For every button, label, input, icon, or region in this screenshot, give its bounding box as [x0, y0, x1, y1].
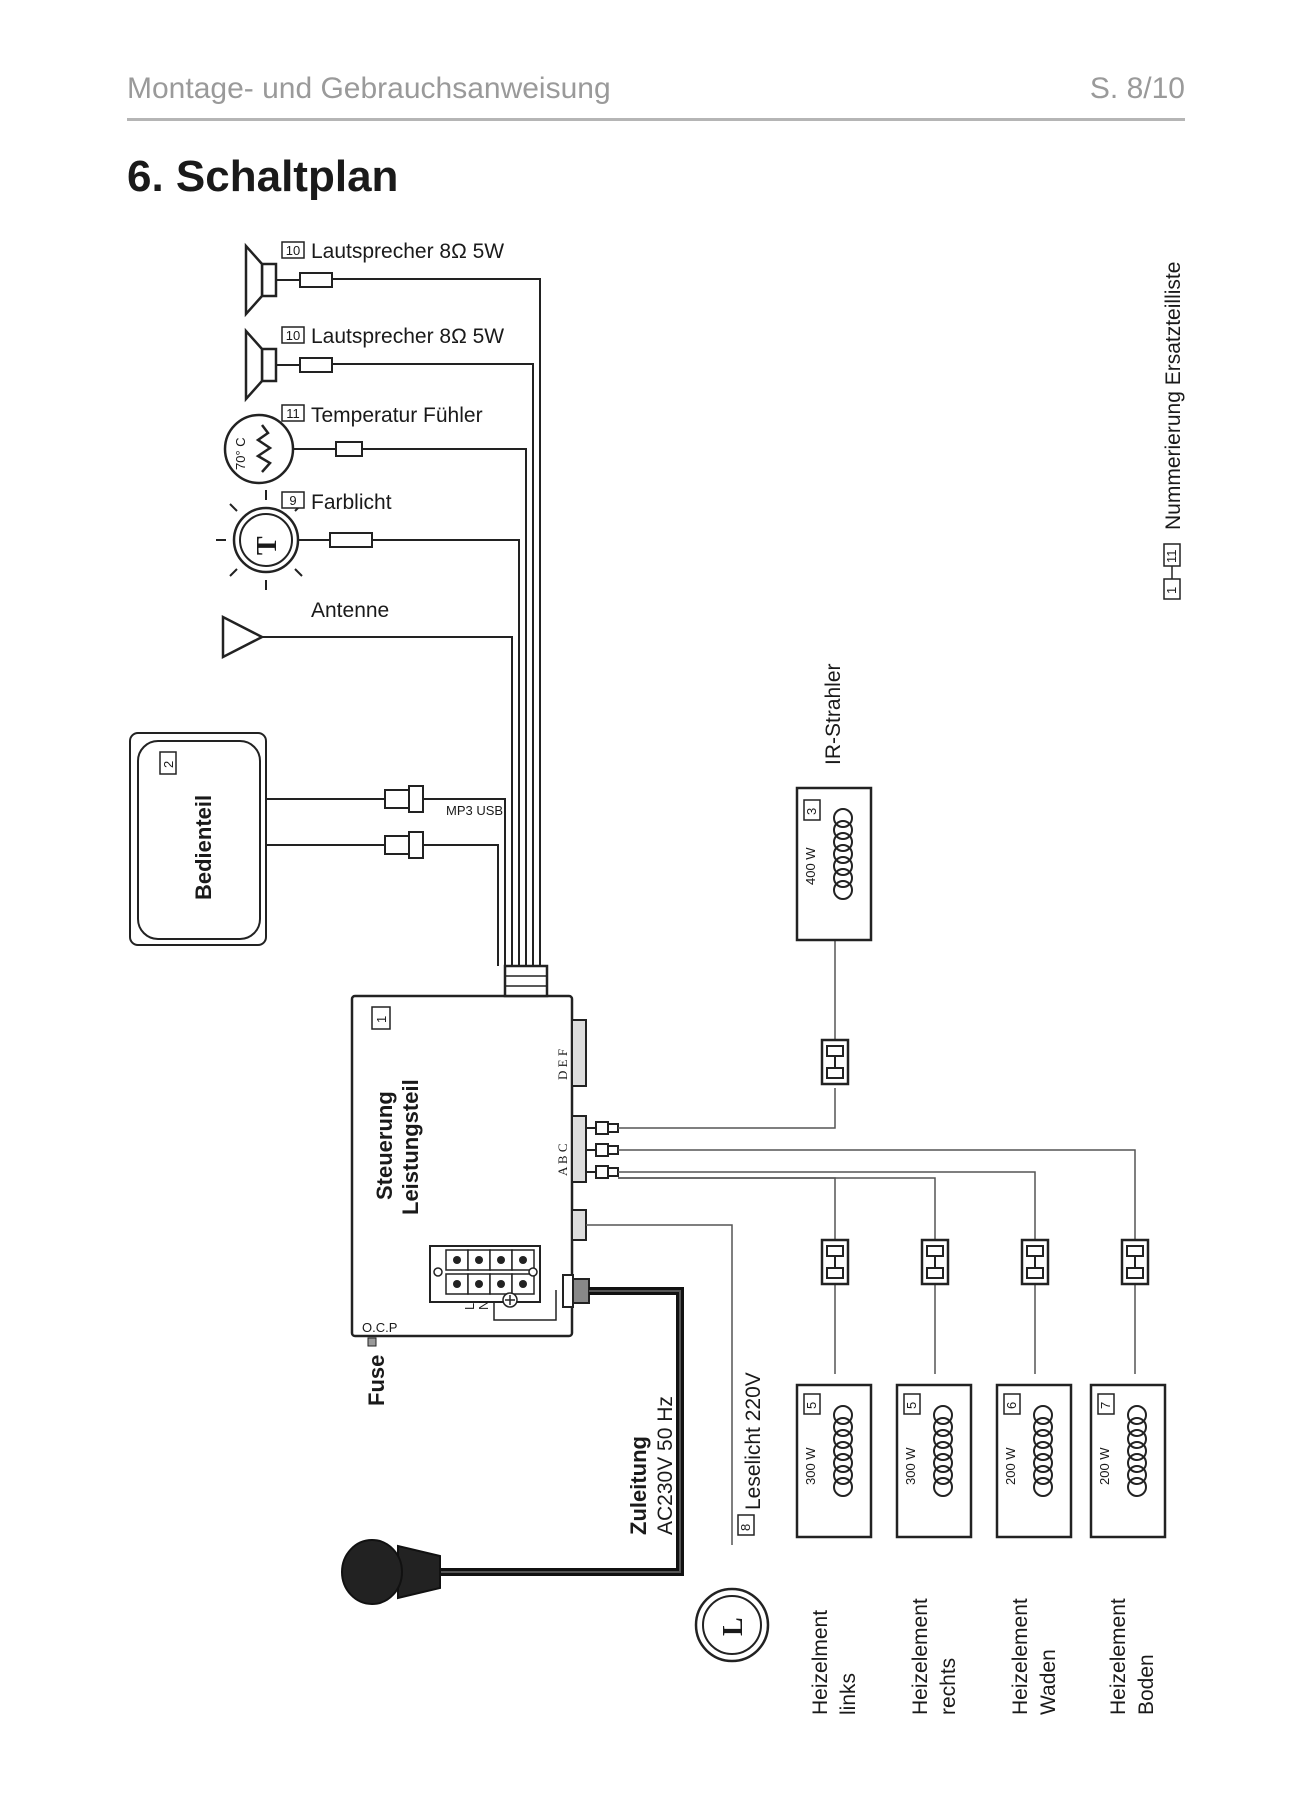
color-light: T 9 Farblicht: [216, 490, 392, 590]
heater-3-name: Heizelement: [1009, 1598, 1032, 1715]
heater-4-location: Boden: [1135, 1654, 1158, 1715]
color-light-label: Farblicht: [311, 491, 392, 514]
speaker-2-label: Lautsprecher 8Ω 5W: [311, 325, 504, 348]
color-light-badge: 9: [289, 493, 296, 508]
heater-2-badge: 5: [904, 1402, 919, 1409]
heater-1-name: Heizelment: [809, 1610, 832, 1715]
heater-4-name: Heizelement: [1107, 1598, 1130, 1715]
reading-light-badge: 8: [738, 1524, 753, 1531]
ir-emitter-label: IR-Strahler: [822, 663, 845, 765]
port-abc-label: A B C: [555, 1143, 570, 1176]
speaker-1-label: Lautsprecher 8Ω 5W: [311, 240, 504, 263]
ir-emitter-badge: 3: [804, 808, 819, 815]
ocp-label: O.C.P: [362, 1320, 397, 1335]
heater-3-badge: 6: [1004, 1402, 1019, 1409]
color-light-symbol: T: [252, 536, 283, 555]
temperature-sensor-badge: 11: [286, 406, 300, 421]
heater-4-badge: 7: [1098, 1402, 1113, 1409]
heater-2-power: 300 W: [903, 1447, 918, 1485]
page-number: S. 8/10: [1089, 72, 1185, 105]
heater-1: 300 W 5 Heizelment links: [795, 1383, 873, 1715]
temperature-sensor: 70° C 11 Temperatur Fühler: [223, 404, 483, 485]
heater-2-location: rechts: [937, 1658, 960, 1715]
heater-4-power: 200 W: [1097, 1447, 1112, 1485]
supply-cable: Zuleitung AC230V 50 Hz: [341, 1287, 684, 1605]
heater-3-location: Waden: [1037, 1649, 1060, 1715]
temperature-sensor-label: Temperatur Fühler: [311, 404, 483, 427]
control-panel-badge: 2: [161, 761, 176, 768]
output-wires: [586, 1088, 1136, 1545]
legend-badge-to: 11: [1164, 550, 1179, 564]
header-title: Montage- und Gebrauchsanweisung: [127, 72, 611, 105]
reading-light: L 8 Leselicht 220V: [694, 1372, 770, 1663]
controller-label-2: Leistungsteil: [398, 1079, 423, 1215]
port-def-label: D E F: [555, 1049, 570, 1080]
legend-text: Nummerierung Ersatzteilliste: [1162, 262, 1185, 530]
heater-3: 200 W 6 Heizelement Waden: [995, 1383, 1073, 1715]
antenna: Antenne: [221, 599, 389, 660]
reading-light-label: Leselicht 220V: [742, 1372, 765, 1510]
supply-label-1: Zuleitung: [626, 1436, 651, 1535]
control-panel: 2 Bedienteil MP3 USB: [129, 732, 503, 946]
mp3-usb-label: MP3 USB: [446, 803, 503, 818]
heater-1-location: links: [837, 1673, 860, 1715]
heater-1-power: 300 W: [803, 1447, 818, 1485]
terminal-l-label: L: [462, 1303, 477, 1310]
antenna-label: Antenne: [311, 599, 389, 622]
heater-3-power: 200 W: [1003, 1447, 1018, 1485]
heater-plugs: [820, 1238, 1150, 1286]
controller-label-1: Steuerung: [372, 1091, 397, 1200]
control-panel-label: Bedienteil: [191, 795, 216, 900]
controller-box: 1 Steuerung Leistungsteil D E F A B C L …: [350, 964, 590, 1406]
heater-2: 300 W 5 Heizelement rechts: [895, 1383, 973, 1715]
ir-emitter: 400 W 3 IR-Strahler: [795, 663, 873, 942]
supply-label-2: AC230V 50 Hz: [654, 1396, 677, 1535]
heater-4: 200 W 7 Heizelement Boden: [1089, 1383, 1167, 1715]
output-connectors: [586, 1121, 619, 1179]
speaker-1: 10 Lautsprecher 8Ω 5W: [244, 240, 504, 318]
heater-1-badge: 5: [804, 1402, 819, 1409]
speaker-1-badge-text: 10: [286, 243, 300, 258]
temperature-dial-label: 70° C: [233, 437, 248, 470]
power-plug-icon: [341, 1539, 403, 1605]
ir-emitter-power: 400 W: [803, 847, 818, 885]
speaker-1-badge: [281, 241, 305, 259]
section-title: 6. Schaltplan: [127, 152, 399, 201]
controller-badge: 1: [374, 1016, 389, 1023]
header-rule: [127, 118, 1185, 121]
legend: 1 11 Nummerierung Ersatzteilliste: [1162, 262, 1185, 600]
ir-plug: [820, 940, 850, 1086]
legend-badge-from: 1: [1164, 587, 1179, 594]
wire-bundle: [262, 278, 541, 966]
terminal-n-label: N: [476, 1301, 491, 1310]
speaker-2-badge-text: 10: [286, 328, 300, 343]
heater-2-name: Heizelement: [909, 1598, 932, 1715]
speaker-2: 10 Lautsprecher 8Ω 5W: [244, 325, 504, 403]
fuse-label: Fuse: [364, 1355, 389, 1406]
reading-light-symbol: L: [718, 1617, 749, 1636]
